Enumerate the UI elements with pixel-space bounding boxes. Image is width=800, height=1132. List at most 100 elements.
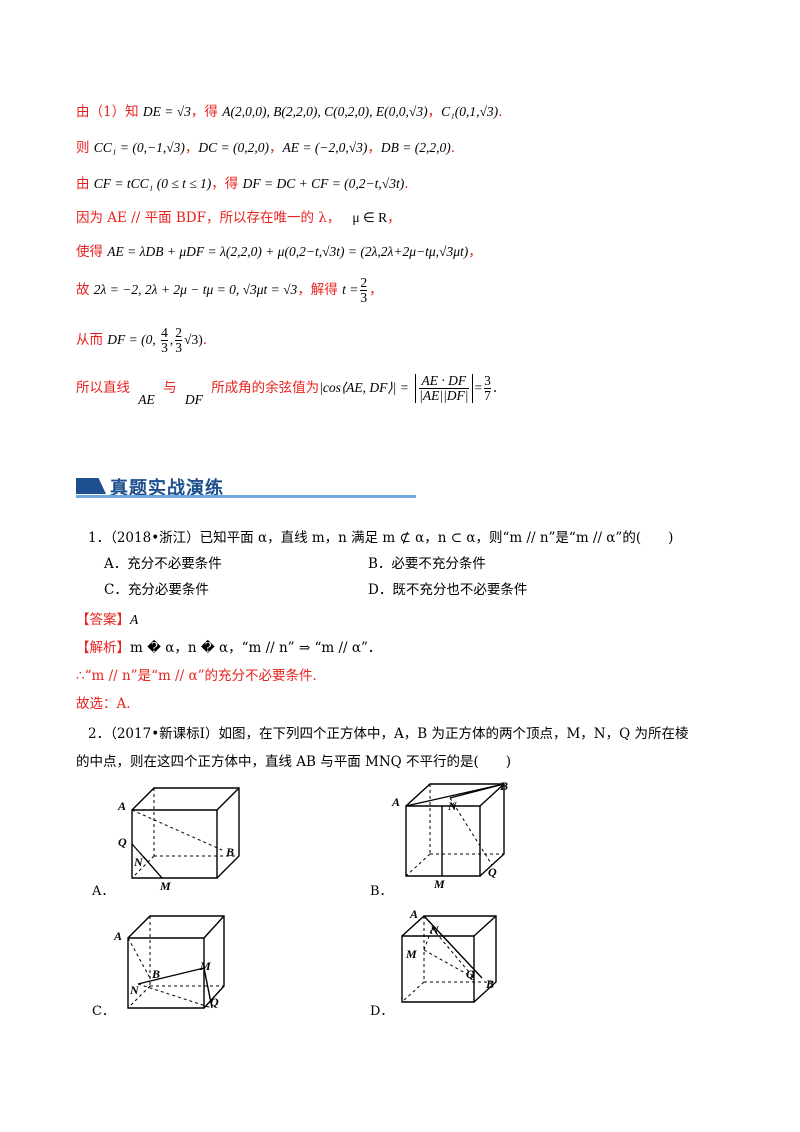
analysis-label: 【解析】 [76,640,130,656]
question-2-stem-2: 的中点，则在这四个正方体中，直线 AB 与平面 MNQ 不平行的是( ) [76,754,512,770]
figure-b[interactable]: A B N Q M [390,776,520,888]
numerator: 3 [484,373,491,389]
text: ，解得 [297,282,343,298]
section-rule [76,495,416,498]
solution-line-2: 则 CC₁ = (0,−1,√3)，DC = (0,2,0)，AE = (−2,… [76,136,455,156]
point-n-label: N [429,923,440,937]
text: 所以直线 [76,380,130,396]
line-ab [127,937,151,979]
point-a-label: A [409,907,418,921]
line-mq [203,967,213,1009]
hidden-edge [405,853,431,877]
text: ， [268,140,283,156]
figure-b-label: B． [370,884,393,899]
text: 从而 [76,332,108,348]
text: ，得 [211,176,243,192]
math-expr: CC₁ = (0,−1,√3) [93,140,185,155]
line-nq [137,983,213,1009]
text: . [492,380,498,396]
point-b-label: B [151,967,160,981]
text: . [202,332,207,348]
text: . [498,104,503,120]
solution-line-8: 所以直线 AE 与 DF 所成角的余弦值为|cos⟨AE, DF⟩| = AE … [76,374,498,408]
q1-option-a[interactable]: A．充分不必要条件 [104,556,222,572]
text: ， [184,140,199,156]
text: 使得 [76,244,108,260]
answer-value: A [130,612,139,627]
math-expr: = [474,380,483,395]
q1-option-b[interactable]: B．必要不充分条件 [368,556,486,572]
math-expr: t = [342,282,359,297]
q1-option-c[interactable]: C．充分必要条件 [104,582,209,598]
solution-line-6: 故 2λ = −2, 2λ + 2μ − tμ = 0, √3μt = √3，解… [76,276,383,305]
denominator: |AE||DF| [419,388,469,403]
solution-line-1: 由（1）知 DE = √3，得 A(2,0,0), B(2,2,0), C(0,… [76,100,502,120]
denominator: 3 [161,340,168,355]
math-expr: DF = DC + CF = (0,2−t,√3t) [242,176,405,191]
point-b-label: B [485,977,494,991]
figure-d[interactable]: A N M Q B [392,904,512,1016]
hidden-edge [131,855,155,879]
math-expr: A(2,0,0), B(2,2,0), C(0,2,0), E(0,0,√3) [222,104,428,119]
text: 故 [76,282,94,298]
point-n-label: N [129,983,140,997]
solution-line-3: 由 CF = tCC₁ (0 ≤ t ≤ 1)，得 DF = DC + CF =… [76,172,408,192]
point-m-label: M [199,959,211,973]
q1-conclusion: ∴“m // n”是“m // α”的充分不必要条件. [76,668,317,684]
math-expr: |cos⟨AE, DF⟩| = [319,380,409,395]
math-expr: , [169,332,174,347]
math-expr: μ ∈ R [352,210,388,225]
point-n-label: N [133,855,144,869]
q1-answer: 【答案】A [76,608,138,628]
cube-top-right [131,787,240,879]
point-n-label: N [447,799,458,813]
section-title: 真题实战演练 [110,478,224,499]
analysis-text: m � α，n � α，“m // n” ⇒ “m // α”． [130,640,382,656]
point-q-label: Q [118,835,127,849]
cube-edge [473,915,497,937]
text: . [404,176,409,192]
line-nq [449,797,493,866]
text: . [450,140,456,156]
point-m-label: M [405,947,417,961]
q1-choice: 故选：A. [76,696,131,712]
point-q-label: Q [466,967,475,981]
cube-front-face [127,937,205,1009]
cube-front-face [401,935,475,1003]
text: ，得 [190,104,223,120]
math-expr: C₁(0,1,√3) [441,104,499,119]
text: ， [367,140,381,156]
math-expr: DB = (2,2,0) [380,140,451,155]
point-m-label: M [433,877,445,888]
q1-option-d[interactable]: D．既不充分也不必要条件 [368,582,528,598]
cube-edge [216,787,240,811]
text: 与 [163,380,177,396]
solution-line-5: 使得 AE = λDB + μDF = λ(2,2,0) + μ(0,2−t,√… [76,240,482,260]
text: 所成角的余弦值为 [211,380,320,396]
math-expr: √3) [184,332,203,347]
section-tab-shape [76,478,106,494]
line-nq [431,927,475,979]
text: ， [427,104,442,120]
point-a-label: A [113,929,122,943]
math-expr: DF = (0, [107,332,160,347]
figure-a[interactable]: A B Q N M [112,780,252,890]
math-expr: AE [138,392,155,407]
line-nm [142,855,163,879]
text: ， [468,244,482,260]
point-b-label: B [225,845,234,859]
point-b-label: B [499,779,508,793]
line-ab [423,915,483,979]
numerator: AE · DF [419,374,469,389]
cube-front-face [131,809,218,879]
line-mn [423,927,433,951]
question-1-stem: 1．（2018•浙江）已知平面 α，直线 m，n 满足 m ⊄ α，n ⊂ α，… [88,530,674,546]
figure-c[interactable]: A B N M Q [112,908,242,1018]
math-expr: CF = tCC₁ (0 ≤ t ≤ 1) [93,176,212,191]
figure-a-label: A． [92,884,115,899]
